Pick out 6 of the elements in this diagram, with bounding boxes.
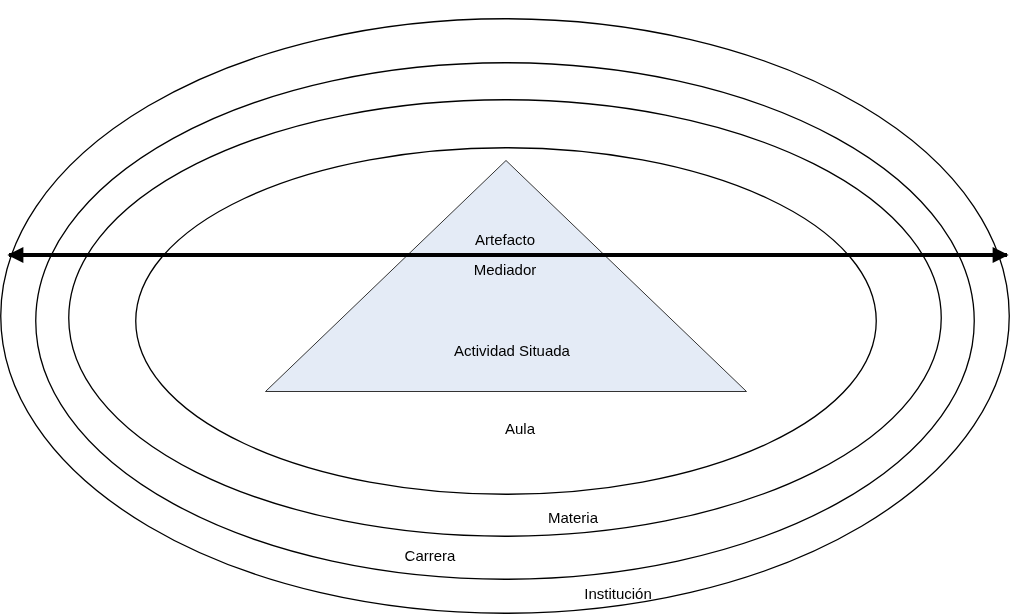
- triangle-label: Actividad Situada: [454, 341, 570, 359]
- ring-label: Materia: [548, 508, 598, 526]
- ring-label: Institución: [584, 584, 652, 602]
- ring-label: Carrera: [404, 546, 456, 564]
- ring-label: Aula: [505, 419, 535, 437]
- triangle-label: Artefacto Mediador: [472, 230, 538, 280]
